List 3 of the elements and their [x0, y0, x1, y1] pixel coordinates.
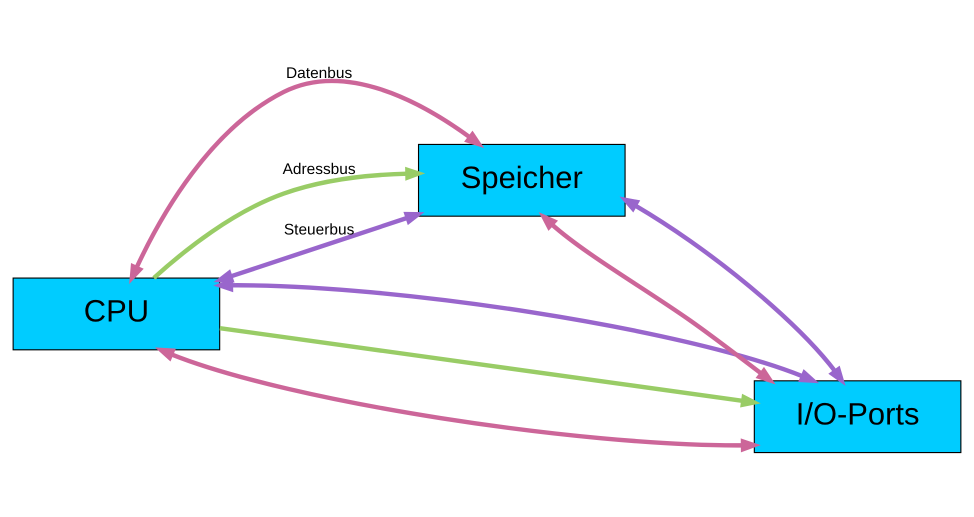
edge-label: Steuerbus	[284, 221, 354, 238]
edge-label: Adressbus	[282, 160, 356, 178]
edge-label: Datenbus	[286, 64, 352, 82]
